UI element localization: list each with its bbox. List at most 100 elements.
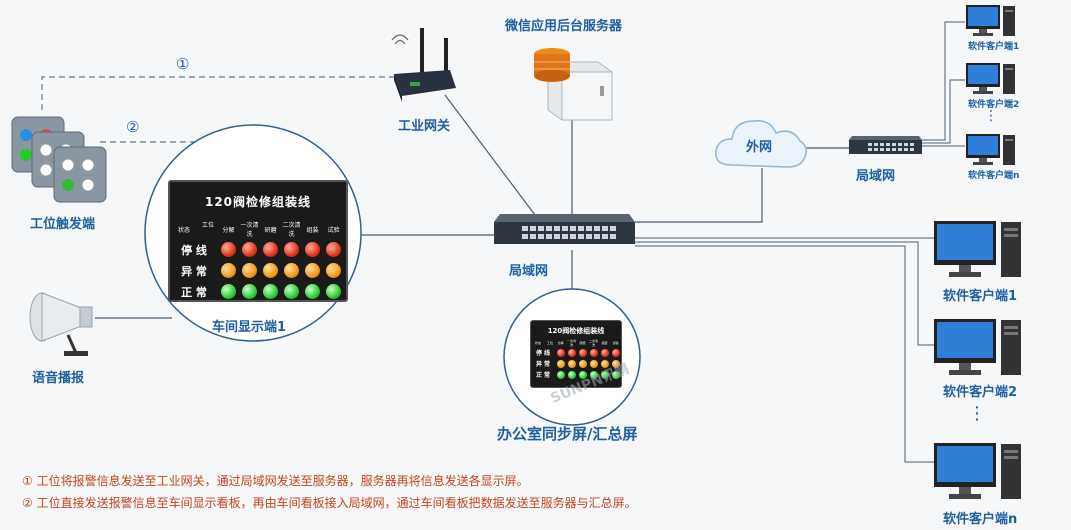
board-col: 试验 (327, 226, 340, 234)
board-row-label: 正 常 (181, 285, 207, 299)
small-client-label: 软件客户端n (968, 171, 1020, 181)
office-board-col: 一次清洗 (566, 339, 576, 347)
led-orange (242, 263, 257, 278)
ellipsis-dots: ⋮ (984, 108, 998, 124)
speaker (18, 285, 98, 360)
led-red (326, 242, 341, 257)
board-row-label: 停 线 (535, 350, 551, 357)
led-orange (305, 263, 320, 278)
board-col: 二次清洗 (282, 222, 301, 238)
small-client-2 (965, 62, 1017, 100)
led-red (600, 348, 609, 357)
office-board-col: 组装 (601, 341, 608, 345)
led-orange (611, 359, 620, 368)
board-col: 组装 (306, 226, 319, 234)
led-orange (284, 263, 299, 278)
cloud-icon (715, 120, 807, 168)
gateway-label: 工业网关 (398, 119, 451, 134)
server-label: 微信应用后台服务器 (505, 19, 623, 34)
led-red (578, 348, 587, 357)
workshop-display-board: 120阀检修组装线 状态 工位 分解 一次清洗 研磨 二次清洗 组装 试验 停 … (168, 180, 348, 302)
wan-label: 外网 (746, 140, 773, 155)
ellipsis-dots: ⋮ (968, 403, 986, 424)
board-row: 停 线 (531, 347, 621, 358)
board-state-col: 状态 (177, 226, 190, 234)
right-switch (848, 135, 923, 157)
marker-1: ① (176, 55, 190, 73)
big-client-label: 软件客户端n (943, 512, 1018, 527)
big-client-1 (933, 220, 1023, 284)
led-orange (567, 359, 576, 368)
board-row: 正 常 (170, 281, 346, 302)
led-orange (600, 359, 609, 368)
led-red (556, 348, 565, 357)
led-red (263, 242, 278, 257)
office-board-col: 二次清洗 (588, 339, 598, 347)
led-green (263, 284, 278, 299)
led-orange (221, 263, 236, 278)
board-row: 正 常 (531, 369, 621, 380)
board-row: 停 线 (170, 239, 346, 260)
workshop-display-label: 车间显示端1 (212, 320, 287, 335)
computer-icon (966, 5, 1015, 36)
computer-icon (966, 63, 1015, 94)
small-client-n (965, 133, 1017, 171)
led-green (326, 284, 341, 299)
small-client-label: 软件客户端2 (968, 100, 1020, 110)
board-station-col: 工位 (201, 221, 214, 229)
gateway (388, 26, 460, 106)
led-red (221, 242, 236, 257)
led-red (284, 242, 299, 257)
led-orange (556, 359, 565, 368)
led-red (305, 242, 320, 257)
board-col: 研磨 (264, 226, 277, 234)
button-box-icon (11, 116, 107, 203)
board-title: 120阀检修组装线 (204, 195, 312, 209)
note-1: ① 工位将报警信息发送至工业网关，通过局域网发送至服务器，服务器再将信息发送各显… (22, 474, 529, 488)
led-green (242, 284, 257, 299)
big-client-2 (933, 318, 1023, 382)
led-green (556, 370, 565, 379)
led-green (578, 370, 587, 379)
led-green (284, 284, 299, 299)
office-label: 办公室同步屏/汇总屏 (497, 425, 638, 443)
main-switch (492, 212, 637, 252)
lan-right-label: 局域网 (856, 169, 896, 184)
note-2: ② 工位直接发送报警信息至车间显示看板，再由车间看板接入局域网，通过车间看板把数… (22, 496, 637, 510)
office-board-station-col: 工位 (546, 341, 553, 345)
office-board-title: 120阀检修组装线 (547, 327, 605, 335)
led-green (221, 284, 236, 299)
computer-icon (934, 443, 1021, 499)
board-row: 异 常 (170, 260, 346, 281)
led-green (611, 370, 620, 379)
small-client-label: 软件客户端1 (968, 42, 1020, 52)
database-server-icon (534, 48, 613, 121)
wan-cloud (712, 113, 810, 175)
board-col: 一次清洗 (240, 222, 259, 238)
led-orange (589, 359, 598, 368)
office-board-col: 研磨 (579, 341, 586, 345)
trigger-devices (10, 115, 110, 205)
computer-icon (966, 134, 1015, 165)
notes: ① 工位将报警信息发送至工业网关，通过局域网发送至服务器，服务器再将信息发送各显… (22, 470, 637, 514)
big-client-n (933, 442, 1023, 506)
led-red (242, 242, 257, 257)
board-row-label: 停 线 (181, 243, 207, 257)
office-display-board: 120阀检修组装线 状态 工位 分解 一次清洗 研磨 二次清洗 组装 试验 停 … (530, 320, 622, 388)
led-orange (578, 359, 587, 368)
small-client-1 (965, 4, 1017, 42)
led-green (567, 370, 576, 379)
board-row-label: 正 常 (535, 372, 551, 379)
board-rows: 停 线异 常正 常 (170, 239, 346, 302)
office-board-rows: 停 线异 常正 常 (531, 347, 621, 380)
speaker-label: 语音播报 (32, 371, 85, 386)
board-row: 异 常 (531, 358, 621, 369)
office-board-state-col: 状态 (534, 341, 541, 345)
led-red (567, 348, 576, 357)
horn-speaker-icon (29, 292, 93, 356)
computer-icon (934, 319, 1021, 375)
network-switch-icon (494, 214, 635, 244)
board-row-label: 异 常 (181, 264, 207, 278)
computer-icon (934, 221, 1021, 277)
server (528, 42, 618, 122)
